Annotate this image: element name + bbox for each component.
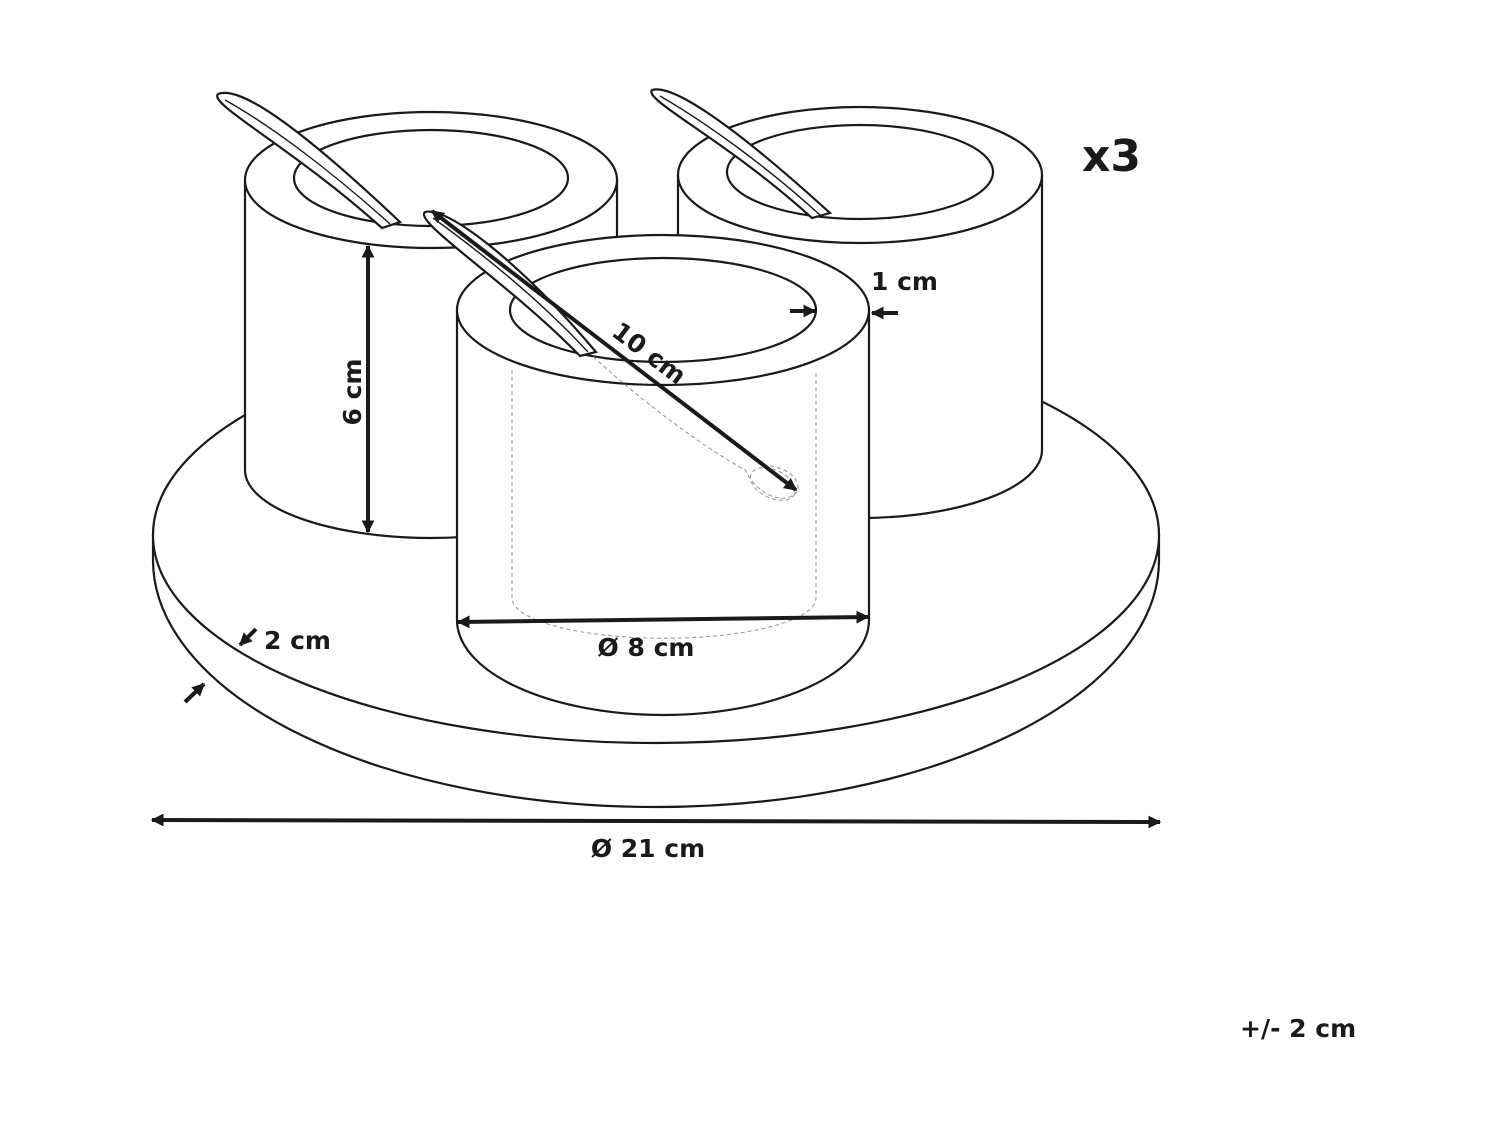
dimension-wall-thickness: 1 cm (790, 267, 938, 320)
bowl-diameter-label: Ø 8 cm (598, 633, 695, 662)
dimension-tray-diameter: Ø 21 cm (150, 813, 1162, 863)
wall-thickness-label: 1 cm (871, 267, 938, 296)
dimension-tray-thickness: 2 cm (183, 626, 331, 704)
dimension-height: 6 cm (338, 244, 375, 534)
tray-thickness-label: 2 cm (264, 626, 331, 655)
quantity-label: x3 (1082, 131, 1141, 182)
tolerance-label: +/- 2 cm (1240, 1014, 1356, 1043)
dimension-bowl-diameter: Ø 8 cm (456, 610, 870, 662)
spoon-back-right (650, 88, 833, 220)
tray-diameter-label: Ø 21 cm (591, 834, 705, 863)
spoon-back-left (216, 91, 403, 230)
height-label: 6 cm (338, 359, 367, 426)
